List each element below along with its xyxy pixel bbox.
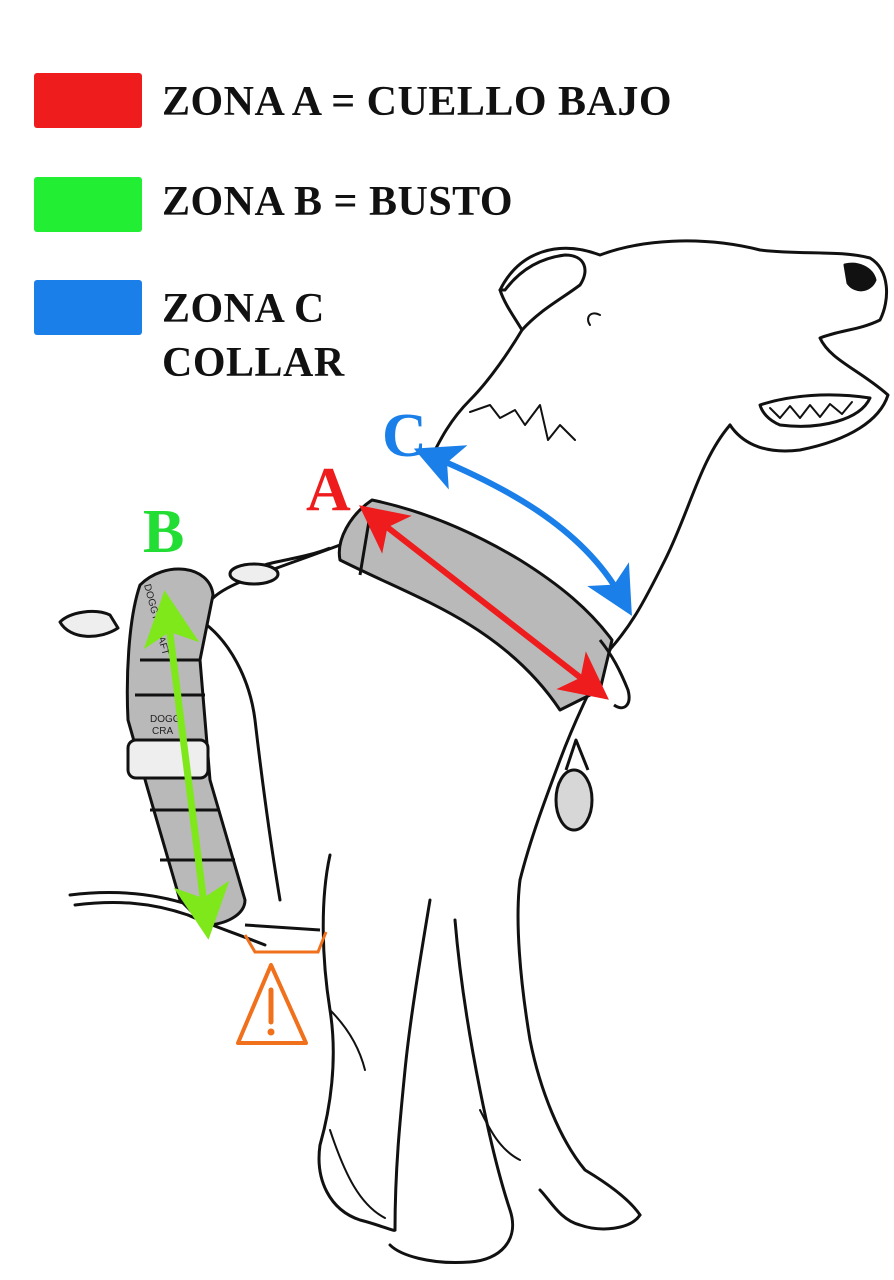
zone-b-label: B [143,498,184,566]
zone-b-arrow [143,590,230,940]
legend-swatch-zone-c [34,280,142,335]
brand-text-dogg: DOGG [150,714,181,725]
legend-text-zone-c-line2: COLLAR [162,340,345,386]
legend-text-zone-b: ZONA B = BUSTO [162,179,514,225]
chest-strap [58,546,331,932]
brand-text-cra: CRA [152,726,173,737]
warning-bracket [243,931,328,954]
legend-swatch-zone-a [34,73,142,128]
zone-c-arrow [413,445,632,616]
legend-text-zone-c: ZONA C [162,286,325,332]
zone-c-label: C [382,402,427,470]
legend-text-zone-a: ZONA A = CUELLO BAJO [162,79,673,125]
zone-a-label: A [306,456,351,524]
legend-swatch-zone-b [34,177,142,232]
dog-outline [68,239,890,1265]
warning-triangle-icon [236,963,308,1045]
